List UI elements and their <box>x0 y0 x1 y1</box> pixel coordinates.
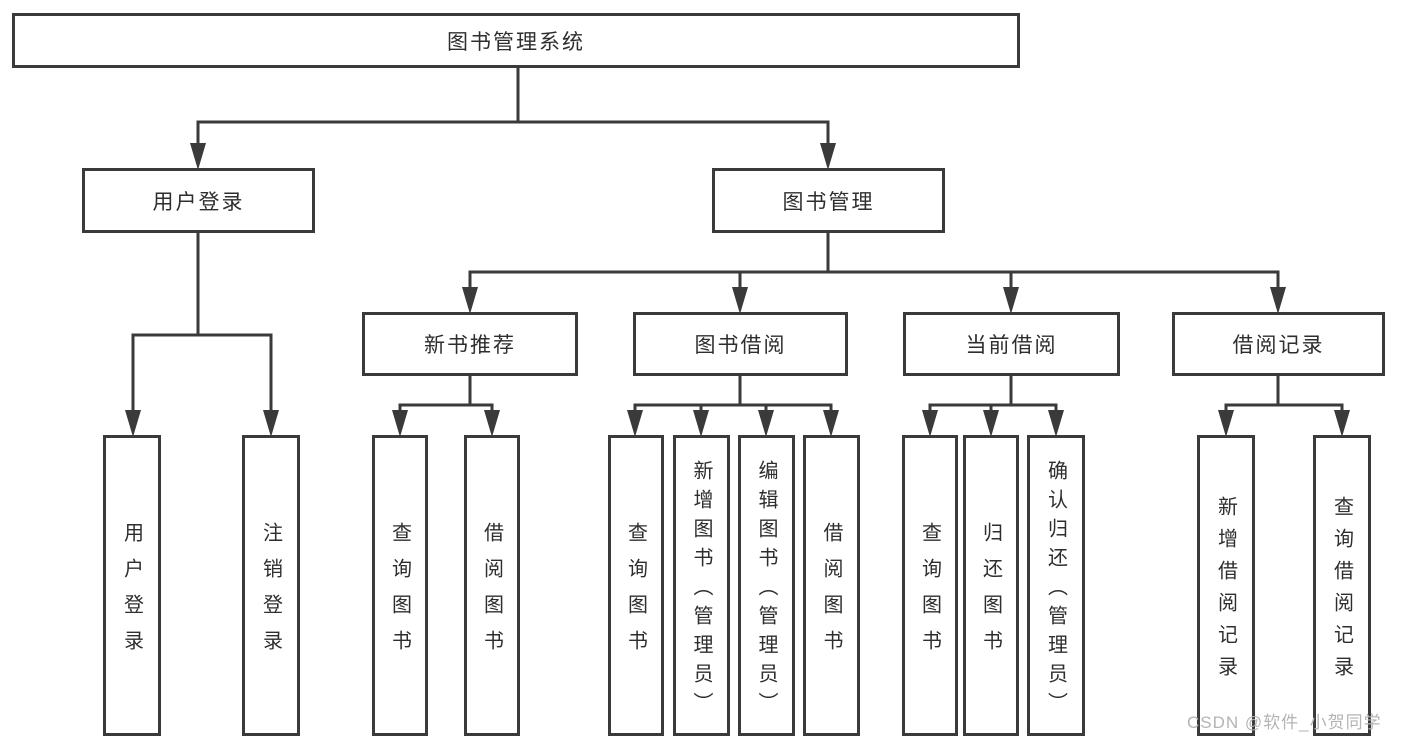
node-borrow-records: 借阅记录 <box>1172 312 1385 376</box>
leaf-label: 查询借阅记录 <box>1330 495 1353 688</box>
leaf-add-borrow-record: 新增借阅记录 <box>1197 435 1255 736</box>
leaf-user-login: 用户登录 <box>103 435 161 736</box>
node-label: 借阅记录 <box>1232 334 1325 357</box>
leaf-label: 确认归还（管理员） <box>1044 459 1067 721</box>
leaf-query-books-recommend: 查询图书 <box>372 435 428 736</box>
leaf-query-books-borrow: 查询图书 <box>608 435 664 736</box>
node-label: 当前借阅 <box>965 334 1058 357</box>
leaf-borrow-books-recommend: 借阅图书 <box>464 435 520 736</box>
leaf-label: 归还图书 <box>979 521 1002 666</box>
node-label: 新书推荐 <box>424 334 516 357</box>
leaf-add-book-admin: 新增图书（管理员） <box>673 435 730 736</box>
leaf-label: 编辑图书（管理员） <box>755 459 777 721</box>
leaf-label: 新增借阅记录 <box>1214 495 1237 688</box>
leaf-logout-login: 注销登录 <box>242 435 300 736</box>
node-label: 图书管理 <box>782 190 875 214</box>
leaf-confirm-return-admin: 确认归还（管理员） <box>1027 435 1085 736</box>
node-user-login: 用户登录 <box>82 168 315 233</box>
leaf-borrow-books: 借阅图书 <box>803 435 860 736</box>
node-book-borrow: 图书借阅 <box>633 312 848 376</box>
watermark: CSDN @软件_小贺同学 <box>1187 713 1382 732</box>
leaf-query-borrow-record: 查询借阅记录 <box>1313 435 1371 736</box>
leaf-label: 查询图书 <box>388 521 411 666</box>
node-label: 图书管理系统 <box>447 30 585 54</box>
node-current-borrow: 当前借阅 <box>903 312 1120 376</box>
node-library-management-system: 图书管理系统 <box>12 13 1020 68</box>
node-book-management: 图书管理 <box>712 168 945 233</box>
leaf-query-books-current: 查询图书 <box>902 435 958 736</box>
leaf-label: 查询图书 <box>918 521 941 666</box>
leaf-label: 借阅图书 <box>480 521 503 666</box>
node-new-book-recommend: 新书推荐 <box>362 312 578 376</box>
leaf-label: 注销登录 <box>259 521 282 666</box>
leaf-edit-book-admin: 编辑图书（管理员） <box>738 435 795 736</box>
node-label: 图书借阅 <box>694 334 787 357</box>
leaf-label: 查询图书 <box>624 521 647 666</box>
leaf-label: 新增图书（管理员） <box>690 459 712 721</box>
node-label: 用户登录 <box>152 190 245 214</box>
leaf-label: 借阅图书 <box>820 521 842 666</box>
leaf-return-book: 归还图书 <box>963 435 1019 736</box>
leaf-label: 用户登录 <box>120 521 143 666</box>
